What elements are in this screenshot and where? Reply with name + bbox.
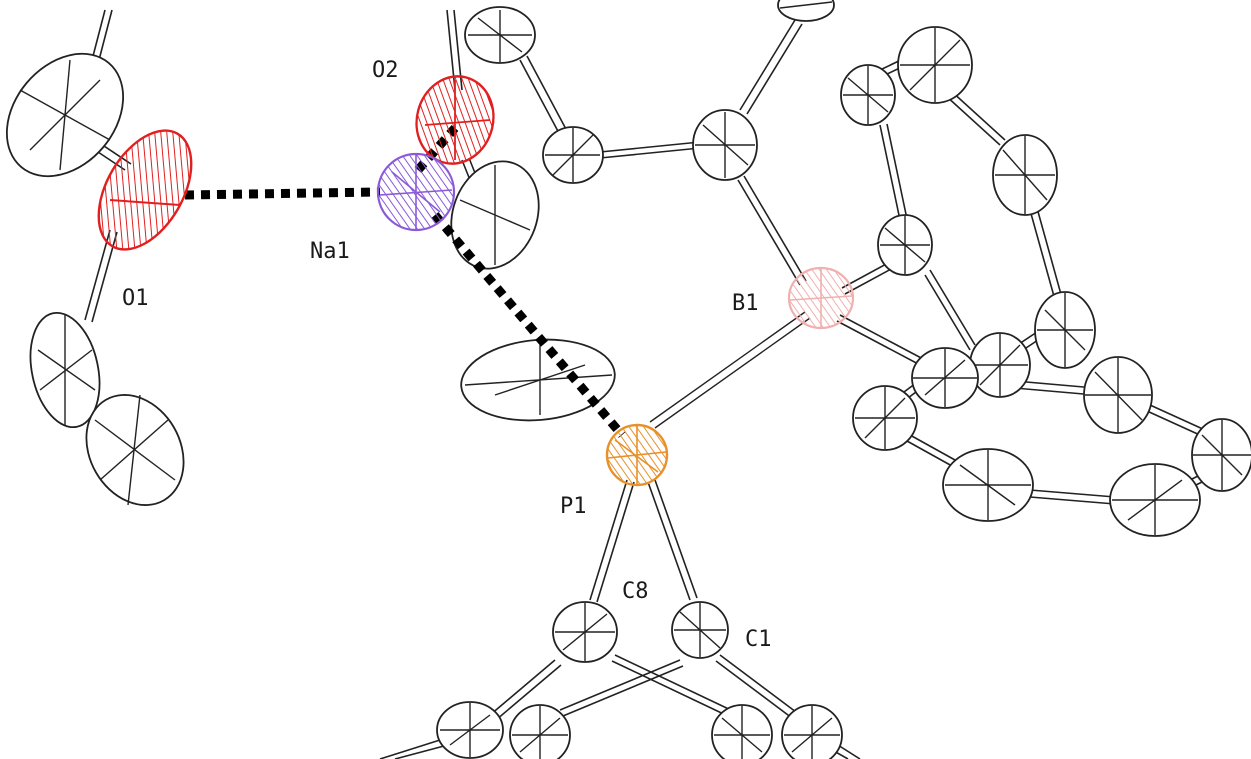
b1-p1-bond-2 — [649, 311, 806, 423]
carbon-atom — [692, 109, 758, 181]
atom-b1 — [787, 266, 855, 330]
carbon-atom — [1034, 291, 1096, 369]
phenyl-bonds — [836, 57, 1215, 505]
atom-o2 — [415, 75, 495, 165]
carbon-atom — [942, 448, 1034, 522]
carbon-atom — [992, 134, 1058, 216]
carbon-atom — [1083, 356, 1153, 434]
carbon-atom — [464, 6, 536, 64]
label-o2: O2 — [372, 58, 399, 83]
carbon-atom — [840, 64, 896, 126]
label-c8: C8 — [622, 579, 649, 604]
b1-p1-bond — [654, 317, 811, 429]
carbon-atom — [877, 214, 933, 276]
carbon-atom — [777, 0, 835, 22]
carbon-atom — [509, 704, 571, 759]
label-p1: P1 — [560, 494, 587, 519]
carbon-atom — [1109, 463, 1201, 537]
carbon-atom — [781, 704, 843, 759]
label-b1: B1 — [732, 291, 759, 316]
carbon-atom — [969, 332, 1031, 398]
atom-c8 — [552, 601, 618, 663]
atom-na1 — [376, 152, 456, 232]
carbon-atom — [711, 704, 773, 759]
atom-o1 — [97, 129, 193, 251]
carbon-atom — [897, 26, 973, 104]
na1-p1-contact — [431, 212, 626, 438]
atom-p1 — [605, 423, 669, 487]
carbon-atom — [460, 338, 616, 422]
sodium-contacts — [184, 125, 626, 438]
na1-o1-contact — [184, 187, 381, 200]
atom-labels: O2 Na1 O1 B1 P1 C8 C1 — [122, 58, 772, 652]
p1-carbon-bonds — [589, 479, 698, 603]
carbon-atom — [5, 52, 125, 178]
lower-ring-bonds — [379, 654, 861, 759]
label-c1: C1 — [745, 627, 772, 652]
carbon-atom — [911, 347, 979, 409]
label-na1: Na1 — [310, 239, 350, 264]
backbone-bonds — [519, 19, 807, 286]
bonds — [79, 9, 1215, 759]
atom-c1 — [671, 601, 729, 659]
carbon-atom — [852, 385, 918, 451]
carbon-atom — [85, 394, 185, 506]
carbon-atom — [436, 701, 504, 759]
carbon-atom — [542, 126, 604, 184]
carbon-atom — [29, 311, 101, 429]
label-o1: O1 — [122, 286, 149, 311]
carbon-atom — [1191, 418, 1251, 492]
carbon-atom — [450, 160, 540, 270]
